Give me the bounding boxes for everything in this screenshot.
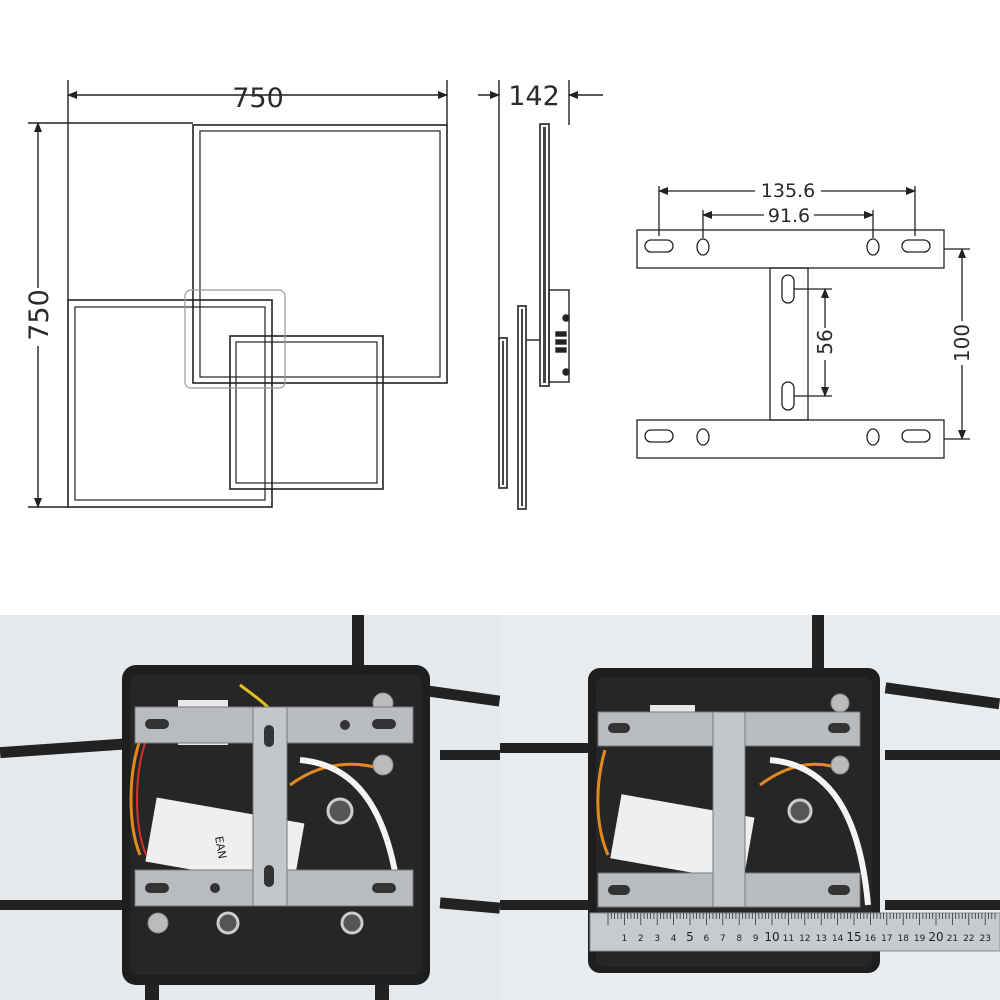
ruler-number: 1 — [622, 934, 628, 944]
bottom-left-slot — [644, 429, 674, 443]
ruler-number: 5 — [686, 930, 694, 944]
ruler-number: 18 — [897, 934, 909, 944]
ruler-number: 7 — [720, 934, 726, 944]
ruler-number: 13 — [815, 934, 826, 944]
ruler-number: 8 — [736, 934, 742, 944]
photo-housing-bracket: EAN — [0, 615, 500, 1000]
ruler-number: 3 — [654, 934, 660, 944]
strap-upper-slot — [781, 274, 795, 304]
ruler-number: 10 — [764, 930, 779, 944]
ruler-number: 12 — [799, 934, 810, 944]
slot-spacing-label: 56 — [813, 329, 837, 354]
side-mount-box — [548, 289, 570, 383]
ruler-number: 20 — [928, 930, 943, 944]
bottom-right-slot — [901, 429, 931, 443]
strap-lower-slot — [781, 381, 795, 411]
left-square-frame — [67, 299, 273, 508]
top-right-hole — [866, 238, 880, 256]
ruler-number: 21 — [947, 934, 958, 944]
top-right-slot — [901, 239, 931, 253]
center-base — [184, 289, 286, 389]
bottom-left-hole — [696, 428, 710, 446]
width-label: 750 — [232, 83, 284, 114]
ruler-number: 14 — [832, 934, 844, 944]
top-left-slot — [644, 239, 674, 253]
bottom-right-hole — [866, 428, 880, 446]
technical-drawing: 750 750 142 — [24, 80, 974, 510]
ruler-number: 15 — [846, 930, 861, 944]
ruler-number: 11 — [783, 934, 794, 944]
bracket-strap — [769, 267, 809, 421]
ruler-number: 16 — [865, 934, 877, 944]
ruler-number: 2 — [638, 934, 644, 944]
side-view — [478, 80, 603, 510]
bracket-bottom-plate — [636, 419, 945, 459]
height-label: 750 — [24, 289, 55, 341]
inner-holes-label: 91.6 — [768, 205, 810, 227]
outer-holes-label: 135.6 — [761, 180, 815, 202]
ruler-number: 17 — [881, 934, 892, 944]
depth-label: 142 — [508, 81, 560, 112]
ruler-number: 22 — [963, 934, 974, 944]
ruler-number: 19 — [914, 934, 926, 944]
large-square-frame — [192, 124, 448, 384]
driver-brand: EAN — [212, 835, 229, 860]
small-square-frame — [229, 335, 384, 490]
top-left-hole — [696, 238, 710, 256]
plate-spacing-label: 100 — [950, 324, 974, 362]
ruler-number: 4 — [671, 934, 677, 944]
front-view — [28, 80, 448, 508]
ruler-number: 9 — [753, 934, 759, 944]
ruler-number: 6 — [704, 934, 710, 944]
ruler-number: 23 — [979, 934, 990, 944]
bracket-top-plate — [636, 229, 945, 269]
